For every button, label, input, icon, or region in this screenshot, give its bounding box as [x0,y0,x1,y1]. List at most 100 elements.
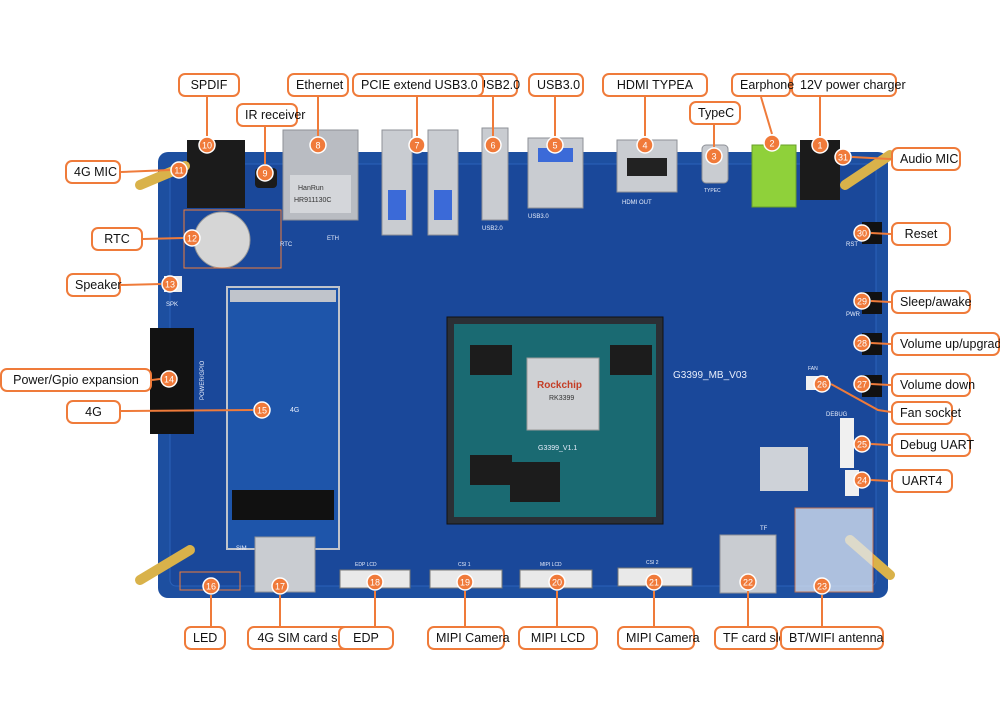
badge-number-25: 25 [857,440,867,450]
silk-lan-model: HR911130C [294,197,332,204]
silk-debug: DEBUG [826,412,848,418]
callout-label-18: EDP [338,626,394,650]
leader-line-2 [760,96,773,135]
badge-12 [183,229,201,247]
callout-label-26: Fan socket [891,401,961,425]
leader-line-13 [120,283,162,286]
callout-label-25: Debug UART [891,433,974,457]
ram-chip-2 [610,345,652,375]
usb3-pcie-tab-2 [434,190,452,220]
silk-typec: TYPEC [704,188,721,194]
callout-label-5: USB3.0 [528,73,584,97]
badge-number-31: 31 [838,153,848,163]
badge-30 [853,224,871,242]
badge-3 [705,147,723,165]
rtc-battery [193,211,251,269]
badge-number-19: 19 [460,578,470,588]
badge-number-17: 17 [275,582,285,592]
badge-number-1: 1 [817,141,822,151]
leader-line-27 [870,383,892,386]
silk-spk: SPK [166,302,178,308]
badge-24 [853,471,871,489]
badge-7 [408,136,426,154]
silk-csi1: CSI 1 [458,562,471,568]
silk-rtc: RTC [280,242,293,248]
badge-number-11: 11 [174,166,183,176]
silk-4g-slot: 4G [290,407,299,414]
badge-number-7: 7 [414,141,419,151]
badge-number-28: 28 [857,339,867,349]
badge-25 [853,435,871,453]
leader-line-25 [870,443,892,446]
silk-eth: ETH [327,236,339,242]
badge-number-29: 29 [857,297,867,307]
callout-label-2: Earphone [731,73,794,97]
leader-line-14 [151,378,161,381]
badge-17 [271,577,289,595]
ram-chip-3 [470,455,512,485]
earphone-jack [751,144,797,208]
callout-label-19: MIPI Camera [427,626,510,650]
spdif-port [187,140,245,208]
leader-line-11 [120,169,171,173]
badge-8 [309,136,327,154]
badge-number-21: 21 [649,578,659,588]
badge-number-12: 12 [187,234,197,244]
badge-20 [548,573,566,591]
callout-label-20: MIPI LCD [518,626,598,650]
leader-lines [120,96,892,626]
badge-22 [739,573,757,591]
callout-label-14: Power/Gpio expansion [0,368,152,392]
callout-label-29: Sleep/awake [891,290,972,314]
badge-9 [256,164,274,182]
silk-soc-brand: Rockchip [537,380,582,391]
silk-board-name: G3399_MB_V03 [673,370,747,381]
badge-28 [853,334,871,352]
callout-label-24: UART4 [891,469,953,493]
ram-chip-1 [470,345,512,375]
badge-number-30: 30 [857,229,867,239]
badge-number-8: 8 [315,141,320,151]
badge-5 [546,136,564,154]
silk-fan: FAN [808,366,818,372]
callout-label-13: Speaker [66,273,122,297]
badge-15 [253,401,271,419]
silk-usb3: USB3.0 [528,214,549,220]
ethernet-port-body [290,175,351,213]
debug-header [840,418,854,468]
badge-23 [813,577,831,595]
badge-number-16: 16 [206,582,216,592]
badge-number-26: 26 [817,380,827,390]
callout-label-22: TF card slot [714,626,789,650]
badge-number-5: 5 [552,141,557,151]
badge-16 [202,577,220,595]
callout-label-21: MIPI Camera [617,626,700,650]
ram-chip-4 [510,462,560,502]
badge-10 [198,136,216,154]
badge-13 [161,275,179,293]
callout-label-4: HDMI TYPEA [602,73,708,97]
silk-tf: TF [760,526,768,532]
badge-number-24: 24 [857,476,867,486]
callout-label-30: Reset [891,222,951,246]
silk-soc-model: RK3399 [549,395,574,402]
badge-29 [853,292,871,310]
badge-number-10: 10 [202,141,212,151]
silk-sim: SIM [236,546,247,552]
silk-rst: RST [846,242,858,248]
badge-27 [853,375,871,393]
leader-line-15 [120,409,254,412]
badge-number-9: 9 [262,169,267,179]
callout-label-3: TypeC [689,101,741,125]
soc-chip [526,357,600,431]
badge-number-15: 15 [257,406,267,416]
badge-number-4: 4 [642,141,647,151]
callout-label-15: 4G [66,400,121,424]
badge-number-23: 23 [817,582,827,592]
badge-19 [456,573,474,591]
silk-edp: EDP LCD [355,562,377,568]
callout-label-23: BT/WIFI antenna [780,626,884,650]
badge-6 [484,136,502,154]
